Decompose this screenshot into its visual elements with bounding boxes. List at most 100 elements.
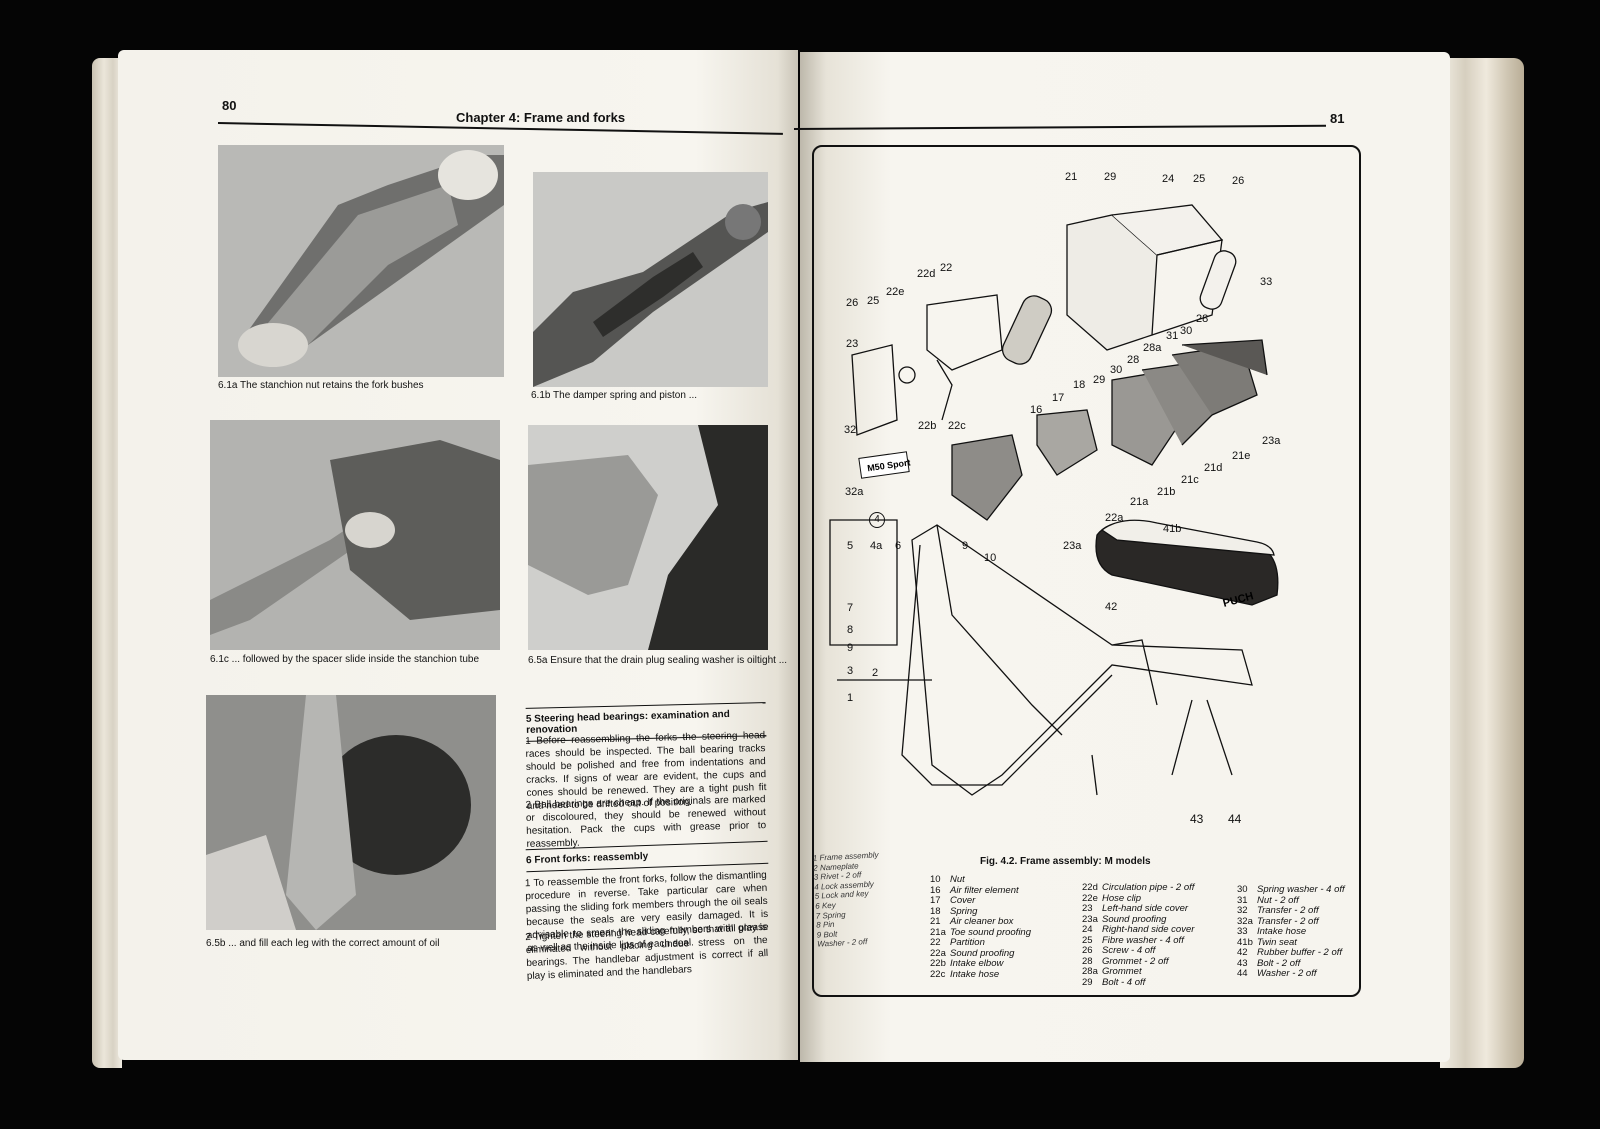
page-number-left: 80 — [222, 98, 237, 113]
callout-25: 25 — [1193, 173, 1206, 185]
callout-21: 21 — [1065, 171, 1078, 183]
left-page: 80 Chapter 4: Frame and forks 6.1a The s… — [118, 50, 798, 1060]
photo-6-5b — [206, 695, 496, 930]
figure-frame — [812, 145, 1361, 997]
callout-21c: 21c — [1181, 474, 1199, 486]
callout-9: 9 — [847, 642, 854, 654]
caption-6-1c: 6.1c ... followed by the spacer slide in… — [210, 654, 480, 665]
caption-6-1b: 6.1b The damper spring and piston ... — [531, 390, 698, 401]
callout-1: 1 — [847, 692, 854, 704]
callout-22e: 22e — [886, 286, 905, 298]
frame-assembly-diagram: M50 Sport PUCH — [829, 204, 1279, 796]
callout-31: 31 — [1166, 330, 1179, 342]
left-page-edges — [92, 58, 122, 1068]
callout-28a: 28a — [1143, 342, 1162, 354]
photo-6-1b — [533, 172, 768, 387]
photo-6-5a — [528, 425, 768, 650]
callout-23a: 23a — [1063, 540, 1082, 552]
callout-23: 23 — [846, 338, 859, 350]
callout-21a: 21a — [1130, 496, 1149, 508]
callout-23a-b: 23a — [1262, 435, 1281, 447]
page-number-right: 81 — [1330, 111, 1345, 126]
callout-26b: 26 — [846, 297, 859, 309]
photo-6-1a — [218, 145, 504, 377]
callout-21b: 21b — [1157, 486, 1176, 498]
callout-29: 29 — [1104, 171, 1117, 183]
callout-24: 24 — [1162, 173, 1175, 185]
callout-42: 42 — [1105, 601, 1118, 613]
callout-2: 2 — [872, 667, 879, 679]
caption-6-1a: 6.1a The stanchion nut retains the fork … — [218, 380, 424, 391]
callout-3: 3 — [847, 665, 854, 677]
callout-41b: 41b — [1163, 523, 1182, 535]
callout-33: 33 — [1260, 276, 1273, 288]
callout-4a: 4a — [870, 540, 883, 552]
callout-25b: 25 — [867, 295, 880, 307]
callout-22: 22 — [940, 262, 953, 274]
callout-21e: 21e — [1232, 450, 1251, 462]
callout-28b: 28 — [1196, 313, 1209, 325]
callout-28: 28 — [1127, 354, 1140, 366]
callout-22c: 22c — [948, 420, 966, 432]
callout-8: 8 — [847, 624, 854, 636]
callout-7: 7 — [847, 602, 854, 614]
chapter-title: Chapter 4: Frame and forks — [456, 110, 626, 125]
callout-29b: 29 — [1093, 374, 1106, 386]
callout-30b: 30 — [1180, 325, 1193, 337]
callout-30: 30 — [1110, 364, 1123, 376]
callout-4: 4 — [869, 512, 885, 528]
caption-6-5a: 6.5a Ensure that the drain plug sealing … — [528, 655, 788, 666]
callout-16: 16 — [1030, 404, 1043, 416]
callout-43: 43 — [1190, 812, 1204, 826]
callout-10: 10 — [984, 552, 997, 564]
callout-9b: 9 — [962, 540, 969, 552]
callout-6: 6 — [895, 540, 902, 552]
callout-17: 17 — [1052, 392, 1065, 404]
callout-21d: 21d — [1204, 462, 1223, 474]
right-page-edges — [1440, 58, 1524, 1068]
callout-22b: 22b — [918, 420, 937, 432]
caption-6-5b: 6.5b ... and fill each leg with the corr… — [206, 938, 440, 949]
callout-32: 32 — [844, 424, 857, 436]
callout-32a: 32a — [845, 486, 864, 498]
callout-44: 44 — [1228, 812, 1242, 826]
section6-paragraph-2: 2 Tighten the steering head carefully, s… — [525, 921, 769, 983]
callout-22d: 22d — [917, 268, 936, 280]
callout-5: 5 — [847, 540, 854, 552]
photo-6-1c — [210, 420, 500, 650]
header-rule-right — [793, 124, 1326, 130]
figure-caption: Fig. 4.2. Frame assembly: M models — [980, 856, 1151, 867]
callout-22a: 22a — [1105, 512, 1124, 524]
